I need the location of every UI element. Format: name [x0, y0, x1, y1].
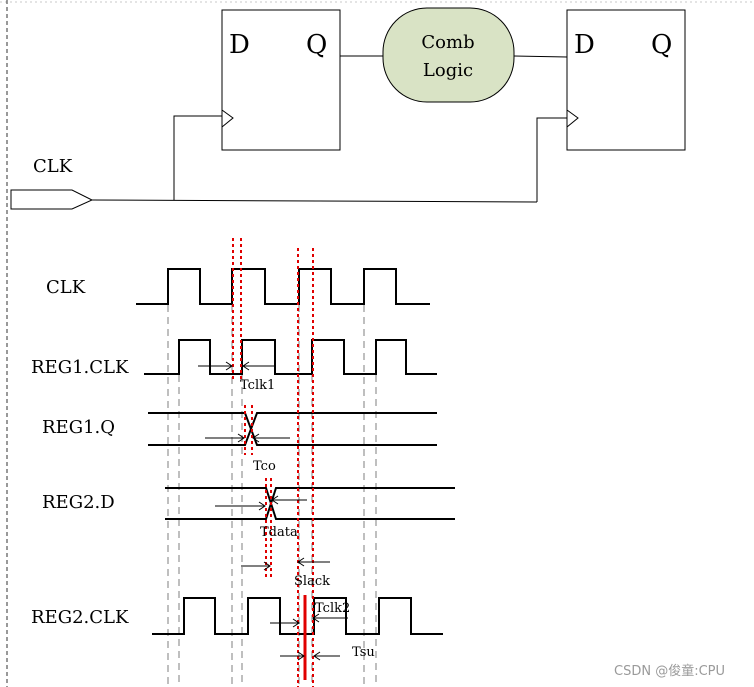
watermark: CSDN @俊童:CPU: [614, 663, 725, 679]
slack-arrowhead-left: [263, 561, 271, 571]
tdata-arrowhead-right: [271, 495, 279, 505]
annotation-tsu: Tsu: [352, 645, 375, 660]
tclk2-arrowhead-left: [292, 618, 300, 628]
register-1-d-label: D: [229, 30, 250, 60]
clk-port-icon: [10, 189, 94, 210]
tclk2-arrowhead-right: [312, 613, 320, 623]
waveform-reg1-q: [148, 412, 437, 446]
waveform-reg2-d-path-b: [165, 487, 455, 520]
register-1: D Q: [221, 9, 341, 151]
tsu-arrowhead-left: [297, 651, 305, 661]
annotation-tdata: Tdata: [260, 525, 298, 540]
tclk1-arrowhead-left: [225, 361, 233, 371]
waveform-reg1-q-path-a: [148, 412, 437, 446]
wire-clk-to-reg2: [536, 117, 567, 202]
waveform-clk: [136, 268, 430, 305]
tsu-arrowhead-right: [313, 651, 321, 661]
waveform-reg1-q-path-b: [148, 412, 437, 446]
annotation-arrows: [198, 361, 348, 661]
wire-clk-bus: [91, 199, 538, 203]
register-2-box: [566, 9, 686, 151]
register-1-clock-input-icon: [221, 109, 234, 128]
signal-label-reg2-d: REG2.D: [42, 492, 115, 513]
annotation-tco: Tco: [253, 459, 276, 474]
schematic-wires: CLK: [10, 55, 568, 210]
comb-logic-label-line2: Logic: [423, 60, 473, 81]
signal-label-reg1-clk: REG1.CLK: [31, 357, 129, 378]
clk-port-label: CLK: [33, 156, 73, 177]
register-2: D Q: [566, 9, 686, 151]
register-1-box: [221, 9, 341, 151]
register-2-d-label: D: [574, 30, 595, 60]
tco-arrowhead-left: [237, 433, 245, 443]
waveform-reg1-clk: [144, 339, 437, 375]
annotation-slack: Slack: [294, 574, 330, 589]
wire-comb-to-reg2-d: [513, 55, 568, 58]
tco-arrowhead-right: [252, 433, 260, 443]
comb-logic-block: Comb Logic: [382, 7, 515, 103]
register-1-q-label: Q: [306, 30, 327, 60]
register-2-clock-input-icon: [566, 109, 579, 128]
signal-label-reg2-clk: REG2.CLK: [31, 607, 129, 628]
annotation-tclk2: Tclk2: [315, 601, 350, 616]
register-2-q-label: Q: [651, 30, 672, 60]
slack-arrowhead-right: [297, 557, 305, 567]
comb-logic-label-line1: Comb: [421, 32, 474, 53]
comb-logic-shape: [382, 7, 515, 103]
annotation-tclk1: Tclk1: [240, 378, 275, 393]
signal-label-clk: CLK: [46, 277, 86, 298]
tdata-arrowhead-left: [258, 501, 266, 511]
wire-clk-to-reg1: [173, 115, 222, 200]
waveform-reg2-d: [165, 487, 455, 520]
tclk1-arrowhead-right: [242, 361, 250, 371]
waveform-reg2-d-path-a: [165, 487, 455, 520]
signal-label-reg1-q: REG1.Q: [42, 417, 115, 438]
